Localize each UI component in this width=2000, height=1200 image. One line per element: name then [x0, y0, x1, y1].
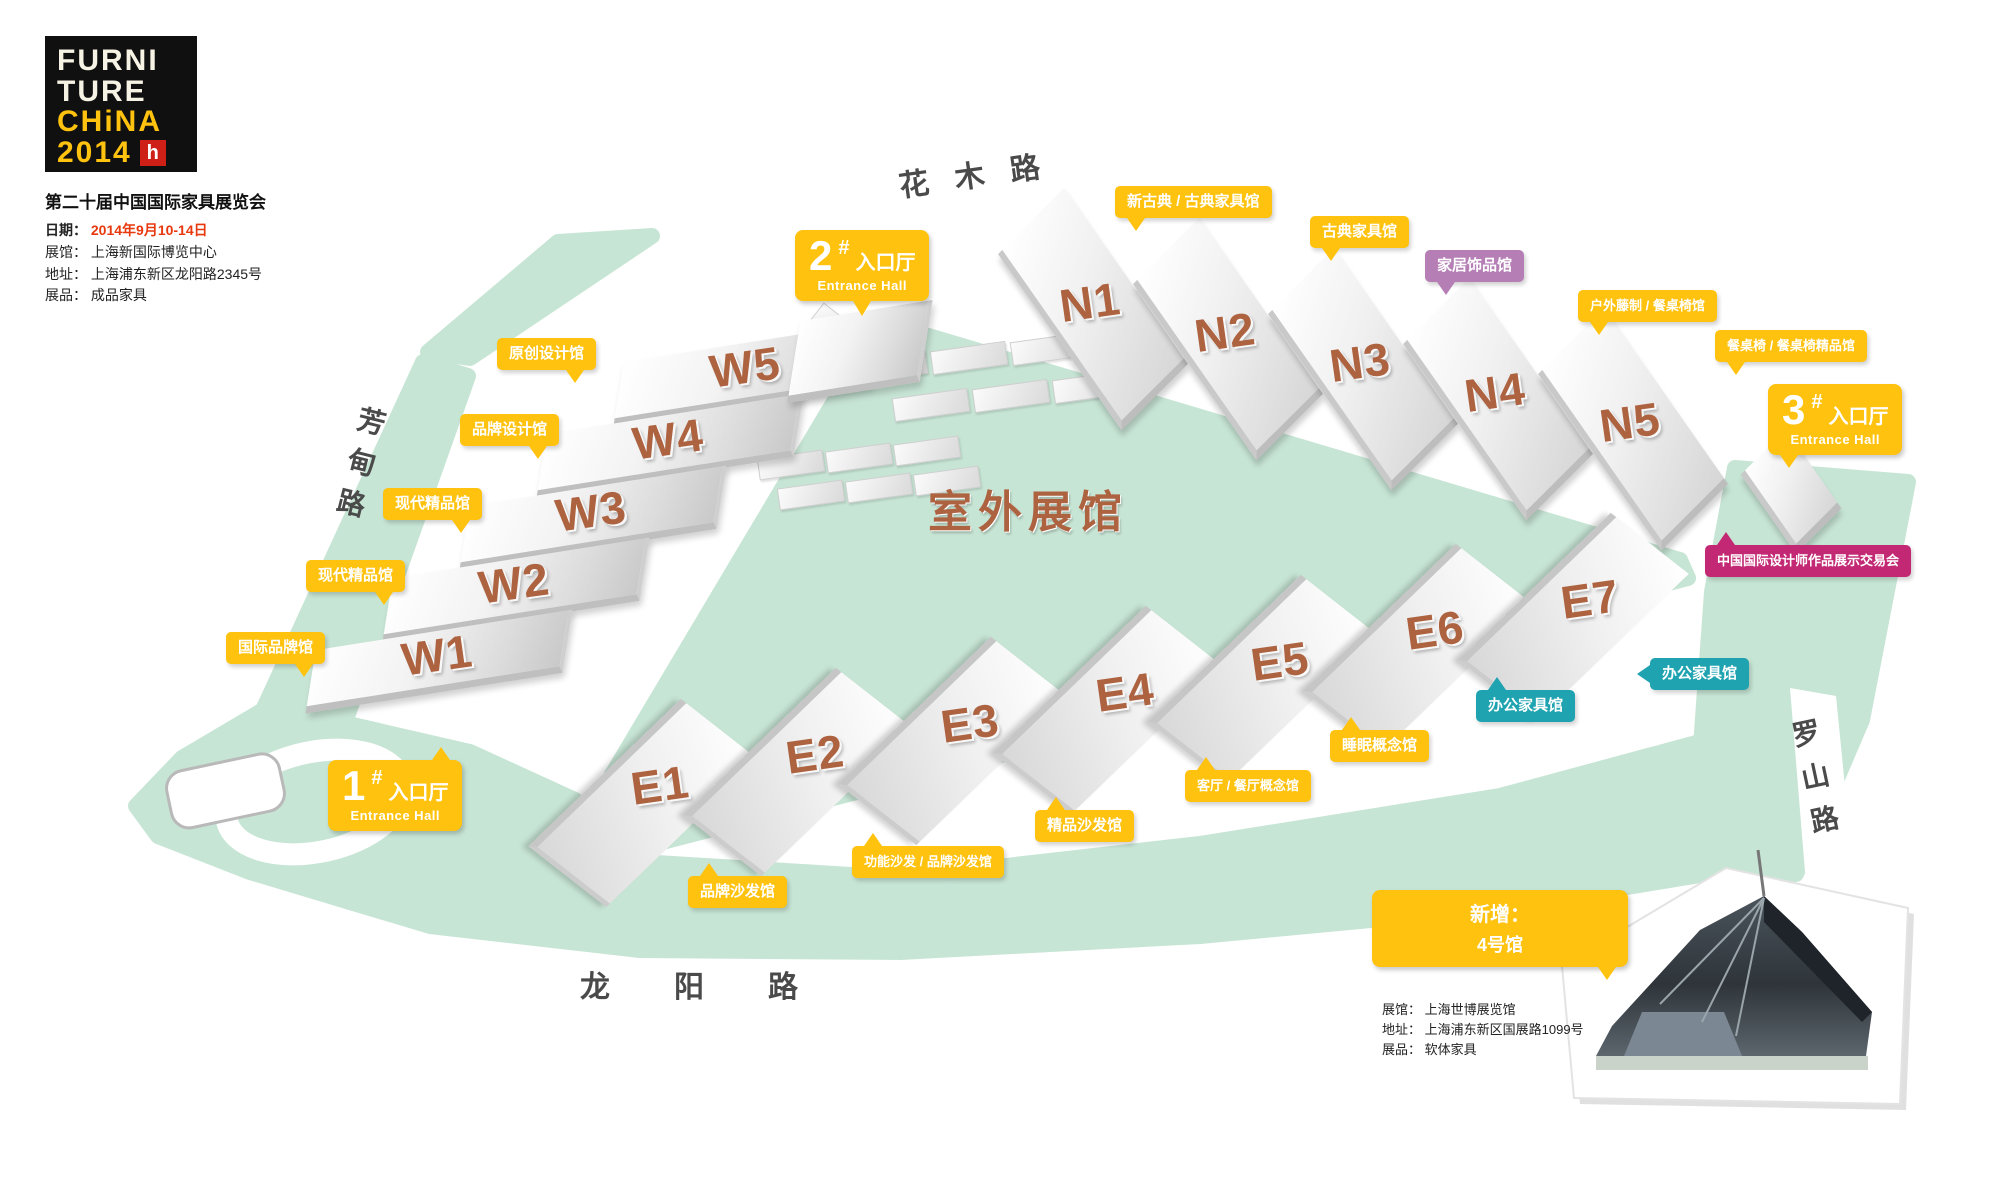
- callout-w1: 国际品牌馆: [226, 632, 326, 677]
- outdoor-exhibition-label: 室外展馆: [928, 488, 1128, 537]
- furniture-china-logo: FURNI TURE CHiNA 2014 h: [45, 36, 197, 172]
- venue2-exhibits-label: 展品：: [1382, 1042, 1422, 1058]
- venue2-address-line: 地址： 上海浦东新区国展路1099号: [1382, 1020, 1584, 1040]
- callout-n2: 古典家具馆: [1310, 216, 1410, 261]
- expo-building-photo: [1560, 849, 1914, 1110]
- event-date-label: 日期：: [45, 222, 87, 239]
- new-hall-callout: 新增： 4号馆: [1372, 890, 1628, 980]
- entrance-3-name-en: Entrance Hall: [1790, 431, 1881, 447]
- entrance-1-name-cn: 入口厅: [388, 782, 449, 804]
- callout-e5: 睡眠概念馆: [1330, 717, 1430, 762]
- event-venue-label: 展馆：: [45, 244, 87, 261]
- logo-chair-icon: h: [139, 140, 166, 167]
- green-top-left-wedge: [420, 228, 660, 366]
- new-hall-label: 新增：: [1470, 904, 1530, 926]
- gate-building: [165, 752, 286, 830]
- logo-line2: TURE: [57, 74, 147, 108]
- entrance-2-number: 2: [809, 232, 833, 279]
- venue2-exhibits-value: 软体家具: [1424, 1042, 1477, 1058]
- entrance-1-hash: #: [371, 767, 383, 789]
- entrance-1-number: 1: [342, 762, 366, 809]
- venue2-venue-value: 上海世博展览馆: [1424, 1002, 1516, 1017]
- venue2-venue-line: 展馆： 上海世博展览馆: [1382, 1000, 1584, 1020]
- venue2-exhibits-line: 展品： 软体家具: [1382, 1040, 1584, 1060]
- luoshan-road-surface: [1790, 688, 1854, 884]
- callout-w3: 现代精品馆: [383, 488, 483, 533]
- event-info-block: 第二十届中国国际家具展览会 日期： 2014年9月10-14日 展馆： 上海新国…: [45, 190, 266, 307]
- event-exhibits-line: 展品： 成品家具: [45, 285, 266, 307]
- callout-e6: 办公家具馆: [1476, 677, 1576, 722]
- callout-n5: 餐桌椅 / 餐桌椅精品馆: [1715, 330, 1867, 375]
- callout-w4: 品牌设计馆: [460, 414, 560, 459]
- entrance-2-name-cn: 入口厅: [855, 252, 916, 274]
- entrance-3-name-cn: 入口厅: [1828, 406, 1889, 428]
- logo-line3: CHiNA: [57, 105, 162, 139]
- callout-e2: 功能沙发 / 品牌沙发馆: [852, 833, 1004, 878]
- event-venue-line: 展馆： 上海新国际博览中心: [45, 242, 266, 264]
- logo-line1: FURNI: [57, 44, 159, 77]
- entrance-3-hash: #: [1811, 391, 1823, 413]
- entrance-2-name-en: Entrance Hall: [817, 277, 908, 293]
- callout-designer-fair: 中国国际设计师作品展示交易会: [1705, 532, 1912, 577]
- callout-e4: 客厅 / 餐厅概念馆: [1185, 757, 1311, 802]
- callout-n3: 家居饰品馆: [1425, 250, 1525, 295]
- event-exhibits-value: 成品家具: [90, 287, 147, 304]
- callout-n4: 户外藤制 / 餐桌椅馆: [1578, 290, 1717, 335]
- callout-e3: 精品沙发馆: [1035, 797, 1135, 842]
- venue2-address-label: 地址：: [1382, 1022, 1422, 1038]
- entrance-2-hash: #: [838, 237, 850, 259]
- entrance-1-name-en: Entrance Hall: [350, 807, 441, 823]
- entrance-1-callout: 1 # 入口厅 Entrance Hall: [328, 747, 463, 831]
- event-date-value: 2014年9月10-14日: [90, 222, 208, 239]
- venue2-info-block: 展馆： 上海世博展览馆 地址： 上海浦东新区国展路1099号 展品： 软体家具: [1382, 1000, 1584, 1060]
- callout-w5: 原创设计馆: [497, 338, 597, 383]
- entrance-3-number: 3: [1782, 386, 1806, 433]
- callout-n1: 新古典 / 古典家具馆: [1115, 186, 1272, 231]
- road-label-longyang: 龙阳路: [580, 971, 862, 1004]
- venue2-venue-label: 展馆：: [1382, 1002, 1422, 1017]
- event-address-label: 地址：: [45, 265, 87, 282]
- event-date-line: 日期： 2014年9月10-14日: [45, 220, 266, 242]
- callout-w2: 现代精品馆: [306, 560, 406, 605]
- callout-e7: 办公家具馆: [1650, 658, 1750, 690]
- event-address-line: 地址： 上海浦东新区龙阳路2345号: [45, 264, 266, 286]
- event-address-value: 上海浦东新区龙阳路2345号: [90, 265, 263, 282]
- event-exhibits-label: 展品：: [45, 287, 87, 304]
- event-title: 第二十届中国国际家具展览会: [45, 193, 266, 212]
- new-hall-name: 4号馆: [1476, 935, 1523, 955]
- logo-year: 2014: [57, 135, 132, 169]
- event-venue-value: 上海新国际博览中心: [90, 244, 217, 261]
- entrance-2-callout: 2 # 入口厅 Entrance Hall: [795, 230, 930, 301]
- entrance-3-callout: 3 # 入口厅 Entrance Hall: [1768, 384, 1903, 468]
- ven2-address-value: 上海浦东新区国展路1099号: [1424, 1022, 1584, 1038]
- callout-e1: 品牌沙发馆: [688, 863, 788, 908]
